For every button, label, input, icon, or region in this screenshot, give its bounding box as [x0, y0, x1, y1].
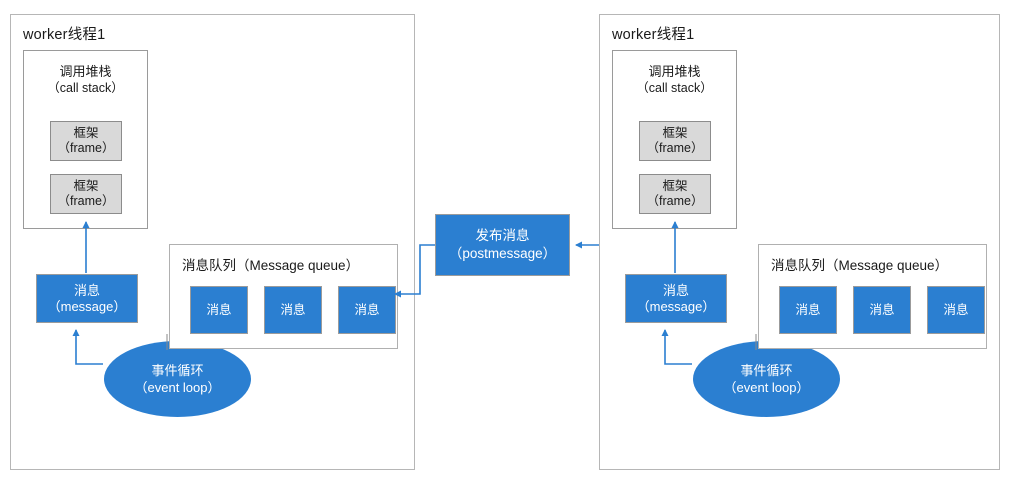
queue-item: 消息: [338, 286, 396, 334]
message-label-en: （message）: [47, 298, 127, 314]
call-stack-label-en: （call stack）: [636, 81, 713, 95]
message-label-en: （message）: [636, 298, 716, 314]
queue-item-label: 消息: [869, 303, 895, 317]
frame-label-cn: 框架: [662, 126, 688, 140]
worker-panel-left-title: worker线程1: [23, 27, 106, 43]
frame-label-cn: 框架: [73, 179, 99, 193]
queue-item: 消息: [927, 286, 985, 334]
queue-item-label: 消息: [354, 303, 380, 317]
postmessage-label-en: （postmessage）: [448, 246, 557, 261]
frame-label-en: （frame）: [57, 141, 115, 155]
message-queue-title-left: 消息队列（Message queue）: [182, 258, 360, 273]
queue-item-label: 消息: [206, 303, 232, 317]
frame-box: 框架 （frame）: [50, 121, 122, 161]
worker-panel-right: worker线程1 调用堆栈 （call stack） 框架 （frame） 框…: [599, 14, 1000, 470]
call-stack-box-left: 调用堆栈 （call stack） 框架 （frame） 框架 （frame）: [23, 50, 148, 229]
call-stack-label-cn: 调用堆栈: [648, 64, 701, 79]
message-queue-box-left: 消息队列（Message queue） 消息 消息 消息: [169, 244, 398, 349]
queue-item: 消息: [264, 286, 322, 334]
queue-item: 消息: [190, 286, 248, 334]
frame-label-cn: 框架: [662, 179, 688, 193]
event-loop-label-en: （event loop）: [723, 380, 810, 395]
message-label-cn: 消息: [662, 282, 689, 298]
call-stack-label-left: 调用堆栈 （call stack）: [24, 63, 147, 97]
event-loop-label-cn: 事件循环: [740, 363, 793, 378]
event-loop-right: 事件循环 （event loop）: [693, 341, 840, 417]
queue-item: 消息: [779, 286, 837, 334]
postmessage-box: 发布消息 （postmessage）: [435, 214, 570, 276]
message-queue-box-right: 消息队列（Message queue） 消息 消息 消息: [758, 244, 987, 349]
call-stack-label-cn: 调用堆栈: [59, 64, 112, 79]
event-loop-label-cn: 事件循环: [151, 363, 204, 378]
event-loop-left: 事件循环 （event loop）: [104, 341, 251, 417]
queue-item-label: 消息: [795, 303, 821, 317]
queue-item-label: 消息: [280, 303, 306, 317]
frame-label-cn: 框架: [73, 126, 99, 140]
queue-item: 消息: [853, 286, 911, 334]
message-box-left: 消息 （message）: [36, 274, 138, 323]
frame-box: 框架 （frame）: [639, 174, 711, 214]
message-label-cn: 消息: [73, 282, 100, 298]
frame-box: 框架 （frame）: [50, 174, 122, 214]
postmessage-label-cn: 发布消息: [475, 228, 530, 243]
worker-panel-left: worker线程1 调用堆栈 （call stack） 框架 （frame） 框…: [10, 14, 415, 470]
message-box-right: 消息 （message）: [625, 274, 727, 323]
call-stack-label-right: 调用堆栈 （call stack）: [613, 63, 736, 97]
event-loop-label-en: （event loop）: [134, 380, 221, 395]
frame-label-en: （frame）: [646, 141, 704, 155]
frame-box: 框架 （frame）: [639, 121, 711, 161]
worker-panel-right-title: worker线程1: [612, 27, 695, 43]
message-queue-title-right: 消息队列（Message queue）: [771, 258, 949, 273]
queue-item-label: 消息: [943, 303, 969, 317]
call-stack-label-en: （call stack）: [47, 81, 124, 95]
frame-label-en: （frame）: [57, 194, 115, 208]
call-stack-box-right: 调用堆栈 （call stack） 框架 （frame） 框架 （frame）: [612, 50, 737, 229]
frame-label-en: （frame）: [646, 194, 704, 208]
